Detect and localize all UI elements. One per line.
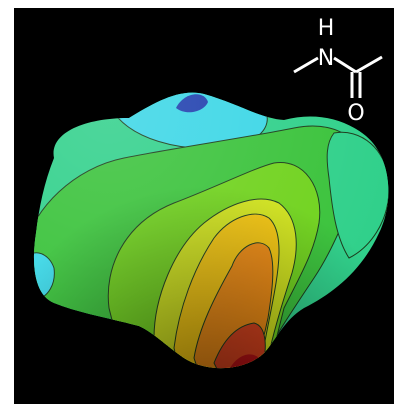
- oxygen-label: O: [347, 101, 364, 126]
- nitrogen-label: N: [318, 46, 334, 71]
- hydrogen-label: H: [318, 16, 335, 41]
- bond-methyl-n: [293, 56, 319, 74]
- bond-n-carbonyl: [333, 56, 357, 74]
- electrostatic-potential-surface: [33, 92, 389, 369]
- image-frame: H N O: [14, 8, 394, 404]
- bond-carbonyl-methyl: [355, 55, 383, 74]
- acetamide-structure-diagram: H N O: [293, 16, 383, 126]
